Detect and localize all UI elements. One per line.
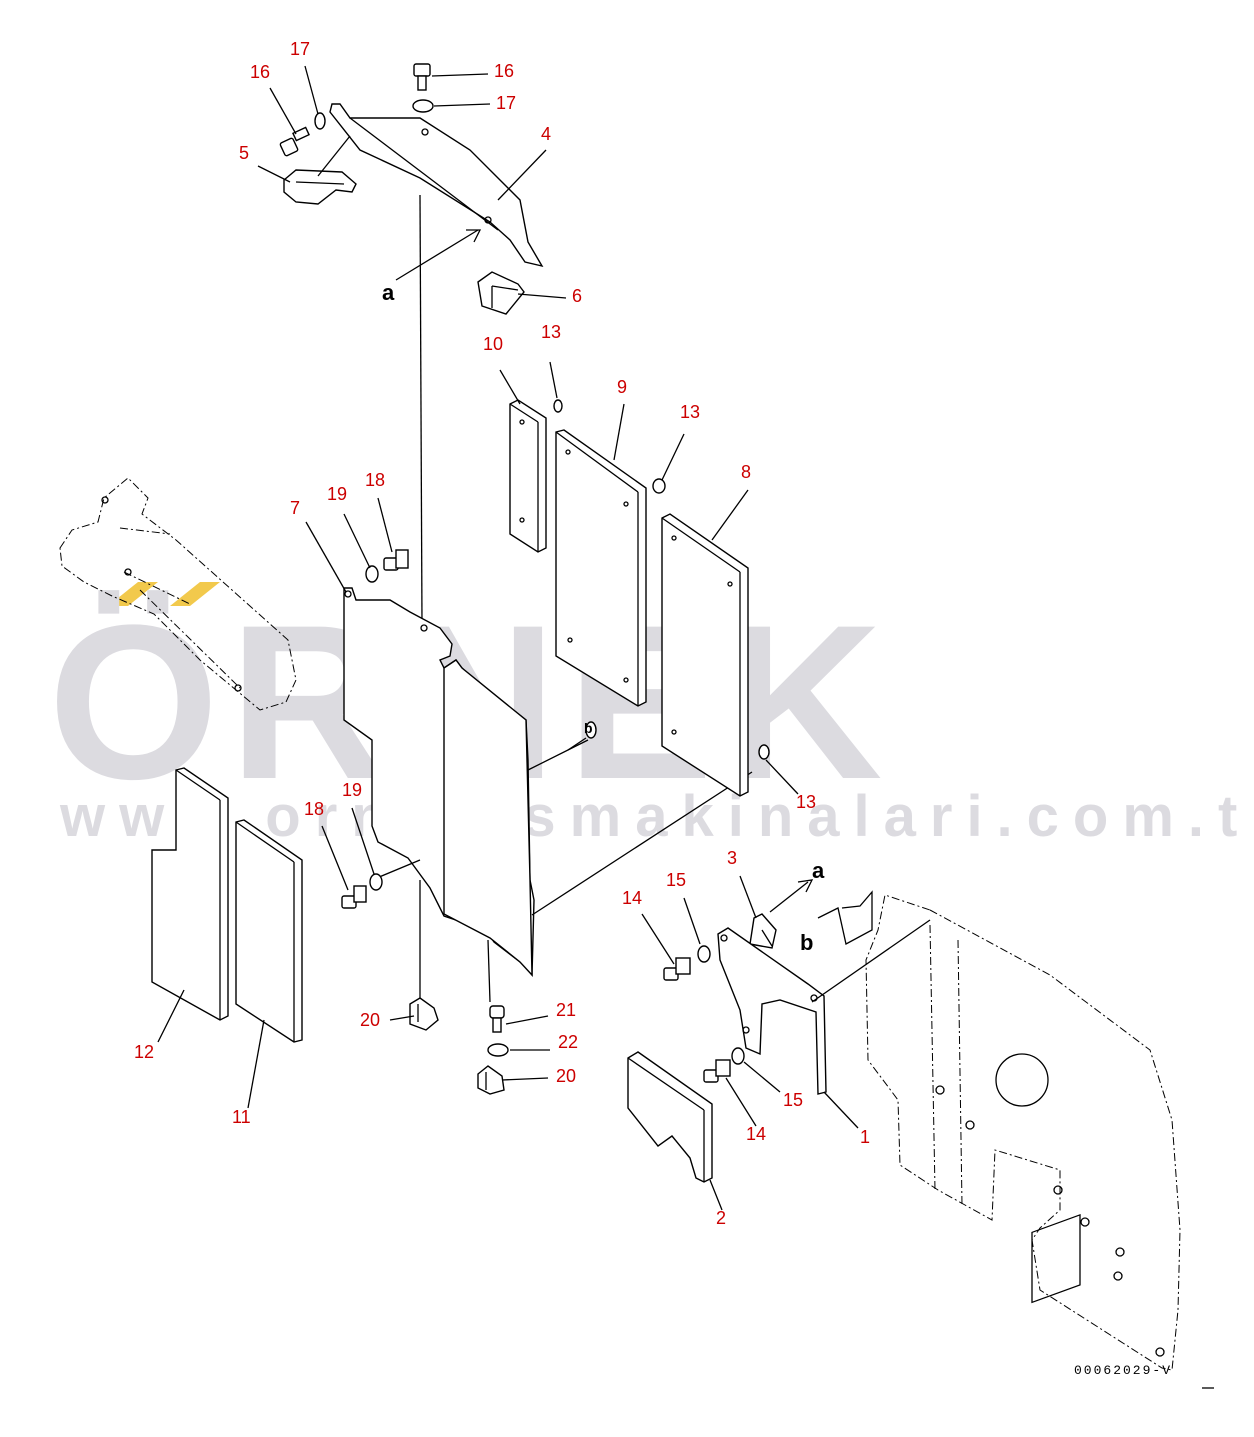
clip-13-b <box>652 478 666 494</box>
drawing-code: 00062029-V <box>1074 1363 1172 1378</box>
washer-19-upper <box>365 565 379 583</box>
bolt-18-upper <box>383 549 409 571</box>
washer-15-lower <box>731 1047 745 1065</box>
part-12-pad <box>151 767 229 1021</box>
bolt-21 <box>489 1005 505 1033</box>
view-letter-a-right: a <box>812 858 825 883</box>
left-frame-phantom <box>59 477 297 711</box>
washer-22 <box>487 1043 509 1057</box>
part-3-pad <box>749 913 777 949</box>
part-7-plate <box>343 587 753 1003</box>
callout-15-a: 15 <box>666 870 686 890</box>
callout-16-left: 16 <box>250 62 270 82</box>
view-letter-a-top: a <box>382 280 395 305</box>
callout-15-b: 15 <box>783 1090 803 1110</box>
callout-4: 4 <box>541 124 551 144</box>
callout-1: 1 <box>860 1127 870 1147</box>
view-letter-b-center: b <box>584 720 593 736</box>
leader-lines <box>157 65 859 1211</box>
part-9-pad <box>555 429 647 707</box>
clip-20-left <box>409 997 439 1031</box>
callout-21: 21 <box>556 1000 576 1020</box>
bolt-14-lower <box>703 1059 731 1083</box>
part-11-pad <box>235 819 303 1043</box>
callout-17-top: 17 <box>496 93 516 113</box>
washer-17-top <box>412 99 434 113</box>
part-8-pad <box>661 513 749 797</box>
callout-11: 11 <box>232 1107 251 1127</box>
view-marker-right <box>769 879 873 945</box>
part-6-block <box>477 271 525 315</box>
washer-17-left <box>314 112 326 130</box>
callout-13-a: 13 <box>541 322 561 342</box>
watermark: ÖRNEK www.ornekismakinalari.com.tr <box>48 579 1254 849</box>
clip-13-a <box>553 399 563 413</box>
callout-20-b: 20 <box>556 1066 576 1086</box>
callout-7: 7 <box>290 498 300 518</box>
part-10-pad <box>509 399 547 553</box>
washer-15-upper <box>697 945 711 963</box>
callout-5: 5 <box>239 143 249 163</box>
view-b-marker-center: b <box>567 720 597 751</box>
callout-14-a: 14 <box>622 888 642 908</box>
callout-13-c: 13 <box>796 792 816 812</box>
part-2-pad <box>627 1051 713 1183</box>
clip-20-right <box>477 1065 505 1095</box>
callout-17-left: 17 <box>290 39 310 59</box>
callout-14-b: 14 <box>746 1124 766 1144</box>
right-frame-phantom <box>865 894 1181 1371</box>
bolt-14-upper <box>663 957 691 981</box>
callout-13-b: 13 <box>680 402 700 422</box>
view-letter-b-right: b <box>800 930 813 955</box>
washer-19-lower <box>369 873 383 891</box>
bolt-16-left <box>279 126 310 157</box>
callout-19-b: 19 <box>342 780 362 800</box>
guide-line-bracket-to-plate <box>419 194 423 625</box>
bolt-16-top <box>413 63 431 91</box>
callout-19-a: 19 <box>327 484 347 504</box>
callout-18-a: 18 <box>365 470 385 490</box>
callout-18-b: 18 <box>304 799 324 819</box>
callout-6: 6 <box>572 286 582 306</box>
part-5-block <box>283 169 357 205</box>
callout-3: 3 <box>727 848 737 868</box>
callout-22: 22 <box>558 1032 578 1052</box>
part-4-bracket <box>329 103 544 268</box>
bolt-18-lower <box>341 885 367 909</box>
callout-9: 9 <box>617 377 627 397</box>
callout-2: 2 <box>716 1208 726 1228</box>
callout-10: 10 <box>483 334 503 354</box>
callout-20-a: 20 <box>360 1010 380 1030</box>
callout-labels: 16 17 16 17 4 5 6 10 13 9 13 8 7 19 18 1… <box>134 39 870 1228</box>
part-1-plate <box>717 919 931 1095</box>
callout-12: 12 <box>134 1042 154 1062</box>
callout-16-top: 16 <box>494 61 514 81</box>
callout-8: 8 <box>741 462 751 482</box>
clip-13-c <box>758 744 770 760</box>
